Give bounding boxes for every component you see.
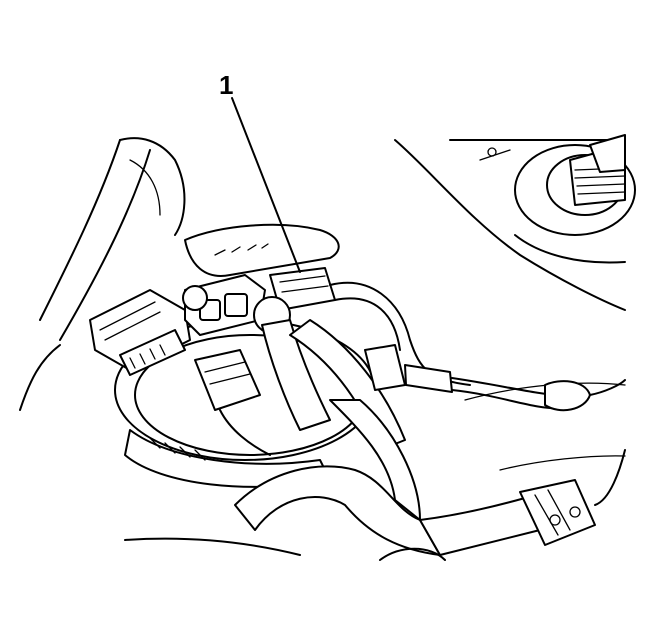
callout-leader-line <box>231 97 301 273</box>
left-electrical-connector <box>89 289 191 376</box>
callout-1: 1 <box>219 70 301 273</box>
wiring-harness <box>329 281 626 412</box>
center-connector <box>194 349 271 456</box>
body-panel-contours <box>19 137 626 556</box>
filler-neck-fitting <box>514 134 636 264</box>
lower-hose <box>234 399 626 556</box>
floor-contour <box>379 455 626 561</box>
callout-label: 1 <box>219 70 233 100</box>
